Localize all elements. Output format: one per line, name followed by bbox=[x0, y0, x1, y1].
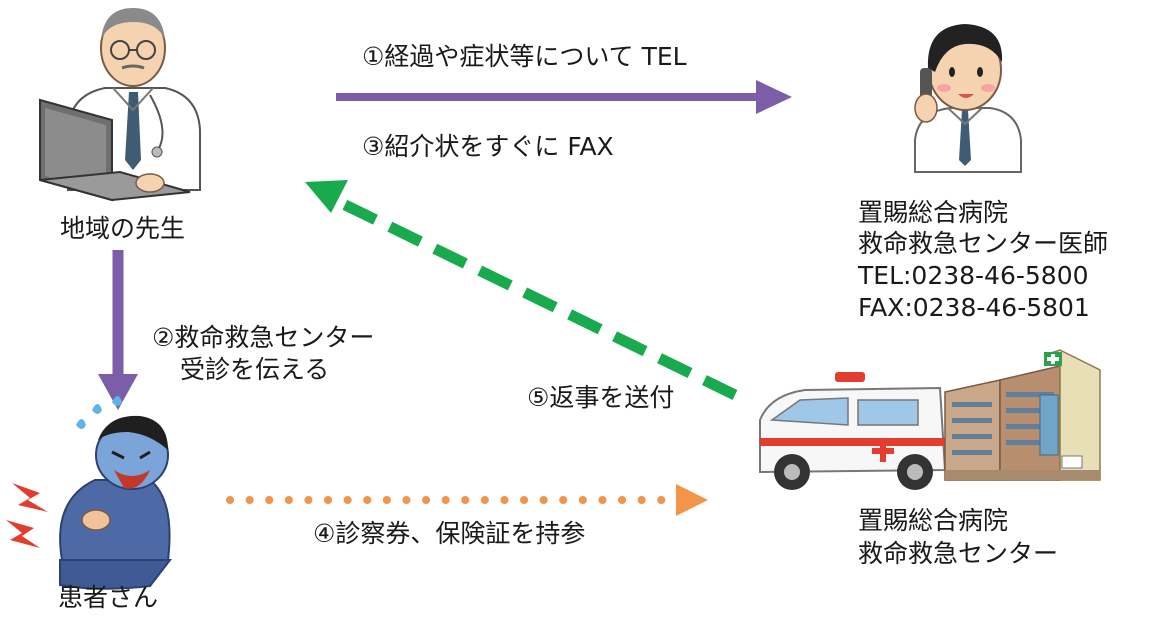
step-2-label-line2: 受診を伝える bbox=[180, 355, 330, 384]
step-4-label: ④診察券、保険証を持参 bbox=[313, 519, 586, 548]
er-doctor-hospital-name: 置賜総合病院 bbox=[858, 198, 1009, 227]
er-doctor-role: 救命救急センター医師 bbox=[858, 229, 1109, 258]
step-1-label: ①経過や症状等について TEL bbox=[362, 42, 687, 71]
arrow-tel-to-er-doctor bbox=[336, 80, 792, 114]
arrow-reply-to-doctor bbox=[305, 180, 738, 400]
step-2-label-line1: ②救命救急センター bbox=[152, 323, 375, 352]
er-center-hospital-name: 置賜総合病院 bbox=[858, 506, 1009, 535]
local-doctor-label: 地域の先生 bbox=[60, 214, 186, 243]
er-center-name: 救命救急センター bbox=[858, 539, 1059, 568]
pain-mark-icon bbox=[12, 483, 48, 512]
er-doctor-illustration bbox=[914, 24, 1022, 173]
ambulance-illustration bbox=[759, 372, 947, 490]
step-3-label: ③紹介状をすぐに FAX bbox=[362, 132, 614, 161]
patient-label: 患者さん bbox=[58, 583, 159, 612]
local-doctor-illustration bbox=[39, 8, 201, 202]
patient-illustration bbox=[6, 396, 173, 590]
arrow-patient-to-center bbox=[226, 484, 708, 516]
er-doctor-tel: TEL:0238-46-5800 bbox=[858, 261, 1089, 290]
hospital-building-illustration bbox=[944, 349, 1101, 481]
er-doctor-fax: FAX:0238-46-5801 bbox=[858, 293, 1090, 322]
arrow-doctor-to-patient bbox=[98, 250, 138, 410]
step-5-label: ⑤返事を送付 bbox=[527, 383, 675, 412]
